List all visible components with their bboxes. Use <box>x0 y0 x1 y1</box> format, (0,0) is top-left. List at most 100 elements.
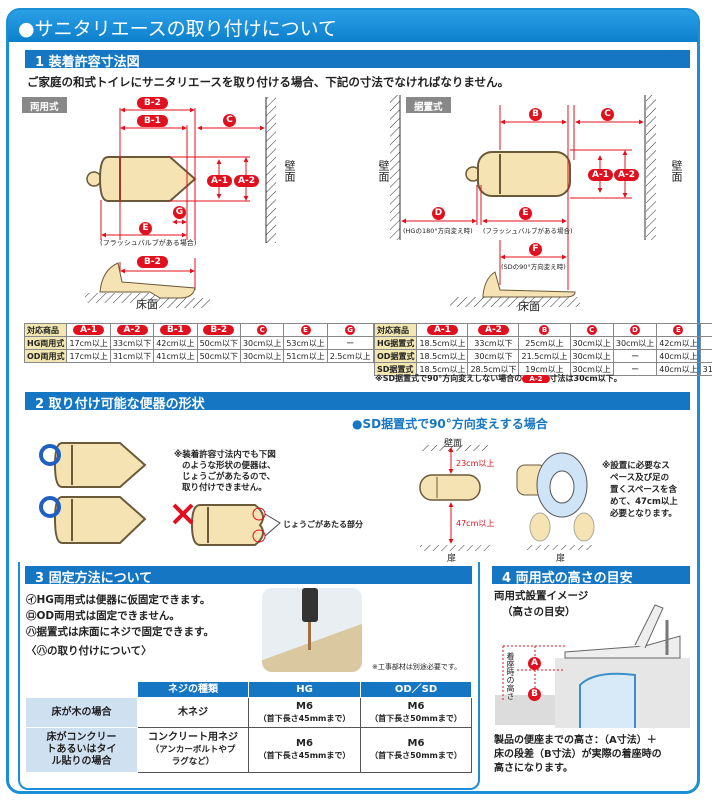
td: 53cm以上 <box>283 336 328 350</box>
note-line: めて、47cm以上 <box>610 497 678 507</box>
seated-height-label: 着座時の高さ <box>506 652 515 700</box>
note-line: 必要となります。 <box>610 509 677 519</box>
ok-toilet-2 <box>39 496 147 544</box>
height-illustration <box>495 604 690 728</box>
note-line: ※設置に必要なス <box>602 461 670 471</box>
flush-note: (フラッシュバルブがある場合) <box>100 239 197 247</box>
type-label-dual: 両用式 <box>22 97 67 113</box>
th: HG <box>248 681 361 698</box>
td: 18.5cm以上 <box>416 336 469 350</box>
td: M6 <box>296 738 313 749</box>
fixing-methods: ㋑HG両用式は便器に仮固定できます。 ㋺OD両用式は固定できません。 ㋩据置式は… <box>26 592 214 659</box>
sd-rotation-diagram <box>419 445 490 551</box>
td: 51cm以上 <box>283 349 328 363</box>
td: ー <box>612 349 658 363</box>
th: A-1 <box>73 325 105 335</box>
td: （アンカーボルトやプラグなど） <box>150 745 236 767</box>
badge-e: E <box>139 222 152 235</box>
th: 対応商品 <box>23 323 68 337</box>
note-line: ペース及び足の <box>610 473 670 483</box>
td: 木ネジ <box>137 697 249 728</box>
section1-heading: 1 装着許容寸法図 <box>25 50 690 70</box>
badge-f: F <box>529 243 542 256</box>
badge-a1-right: A-1 <box>588 169 613 181</box>
drill-icon <box>302 588 318 622</box>
badge-c-right: C <box>601 108 614 121</box>
td: 40cm以上 <box>656 362 701 376</box>
wall-label: 壁面 <box>283 160 296 182</box>
floor-label: 床面 <box>136 298 158 311</box>
td: M6 <box>407 738 425 749</box>
contact-label: じょうごがあたる部分 <box>283 520 363 529</box>
td: 17cm以上 <box>66 336 111 350</box>
shape-diagrams <box>39 442 595 551</box>
td: 18.5cm以上 <box>416 362 469 376</box>
door-label: 扉 <box>447 554 457 564</box>
wall-label-right: 壁面 <box>670 160 683 182</box>
td: ー <box>699 349 712 363</box>
standing-type-table: 対応商品 A-1 A-2 B C D E F HG据置式18.5cm以上33cm… <box>373 323 712 376</box>
e-note: (フラッシュバルブがある場合) <box>483 227 573 235</box>
note-badge: A-2 <box>522 375 550 383</box>
method-line: ㋑HG両用式は便器に仮固定できます。 <box>26 594 211 606</box>
badge-b2: B-2 <box>137 97 168 109</box>
image-caption: 両用式設置イメージ （高さの目安） <box>494 588 588 620</box>
note-line: のような形状の便器は、 <box>182 461 276 471</box>
method-line: ㋺OD両用式は固定できません。 <box>26 610 180 622</box>
left-toilet-side <box>85 262 210 308</box>
td: コンクリート用ネジ <box>148 732 238 743</box>
explanation-line: 高さになります。 <box>494 763 573 774</box>
badge-e-right: E <box>519 207 532 220</box>
dimension-diagrams <box>85 95 656 308</box>
td: HG据置式 <box>373 336 418 350</box>
right-toilet-side <box>450 271 580 307</box>
badge-a1: A-1 <box>207 175 232 187</box>
sd-title: ●SD据置式で90°方向変えする場合 <box>352 417 548 431</box>
td: 30cm以上 <box>612 336 658 350</box>
explanation-line: 床の段差（B寸法）が実際の着座時の <box>494 749 662 760</box>
row-label: 床がコンクリートあるいはタイル貼りの場合 <box>25 727 138 773</box>
td: ー <box>326 336 374 350</box>
note-line: じょうごがあたるので、 <box>182 472 276 482</box>
th: G <box>345 325 356 335</box>
right-walls <box>390 95 656 240</box>
wall-label-sd: 壁面 <box>444 439 463 449</box>
th: OD／SD <box>360 681 472 698</box>
td: 21.5cm以上 <box>518 349 571 363</box>
th: E <box>673 325 684 335</box>
td: HG両用式 <box>23 336 68 350</box>
dist-23cm: 23cm以上 <box>456 459 495 468</box>
ok-toilet-1 <box>39 442 147 488</box>
left-dimension-lines <box>100 107 265 290</box>
td: 30cm以上 <box>569 336 614 350</box>
th: B <box>539 325 550 335</box>
caption-line: 両用式設置イメージ <box>494 590 589 602</box>
th: D <box>630 325 641 335</box>
table-row: 床が木の場合 木ネジ M6（首下長さ45mmまで） M6（首下長さ50mmまで） <box>25 697 472 728</box>
td: 41cm以上 <box>153 349 198 363</box>
td: 40cm以上 <box>656 349 701 363</box>
note-text: ※SD据置式で90°方向変えしない場合の <box>375 374 523 383</box>
badge-b: B <box>529 108 542 121</box>
note-line: 取り付けできません。 <box>182 483 267 493</box>
badge-c: C <box>223 114 236 127</box>
wall-label-left: 壁面 <box>377 160 390 182</box>
height-explanation: 製品の便座までの高さ：（A寸法）＋ 床の段差（B寸法）が実際の着座時の 高さにな… <box>494 734 662 776</box>
td: M6 <box>296 700 313 712</box>
section2-heading: 2 取り付け可能な便器の形状 <box>25 392 690 412</box>
ng-toilet <box>190 504 281 546</box>
td: 42cm以上 <box>656 336 701 350</box>
badge-a-height: A <box>528 657 541 670</box>
td: （首下長さ50mmまで） <box>370 713 462 723</box>
td: 30cm以上 <box>569 362 614 376</box>
td: 2.5cm以上 <box>326 349 374 363</box>
page-frame <box>6 8 700 794</box>
method-line: ㋩据置式は床面にネジで固定できます。 <box>26 626 214 638</box>
